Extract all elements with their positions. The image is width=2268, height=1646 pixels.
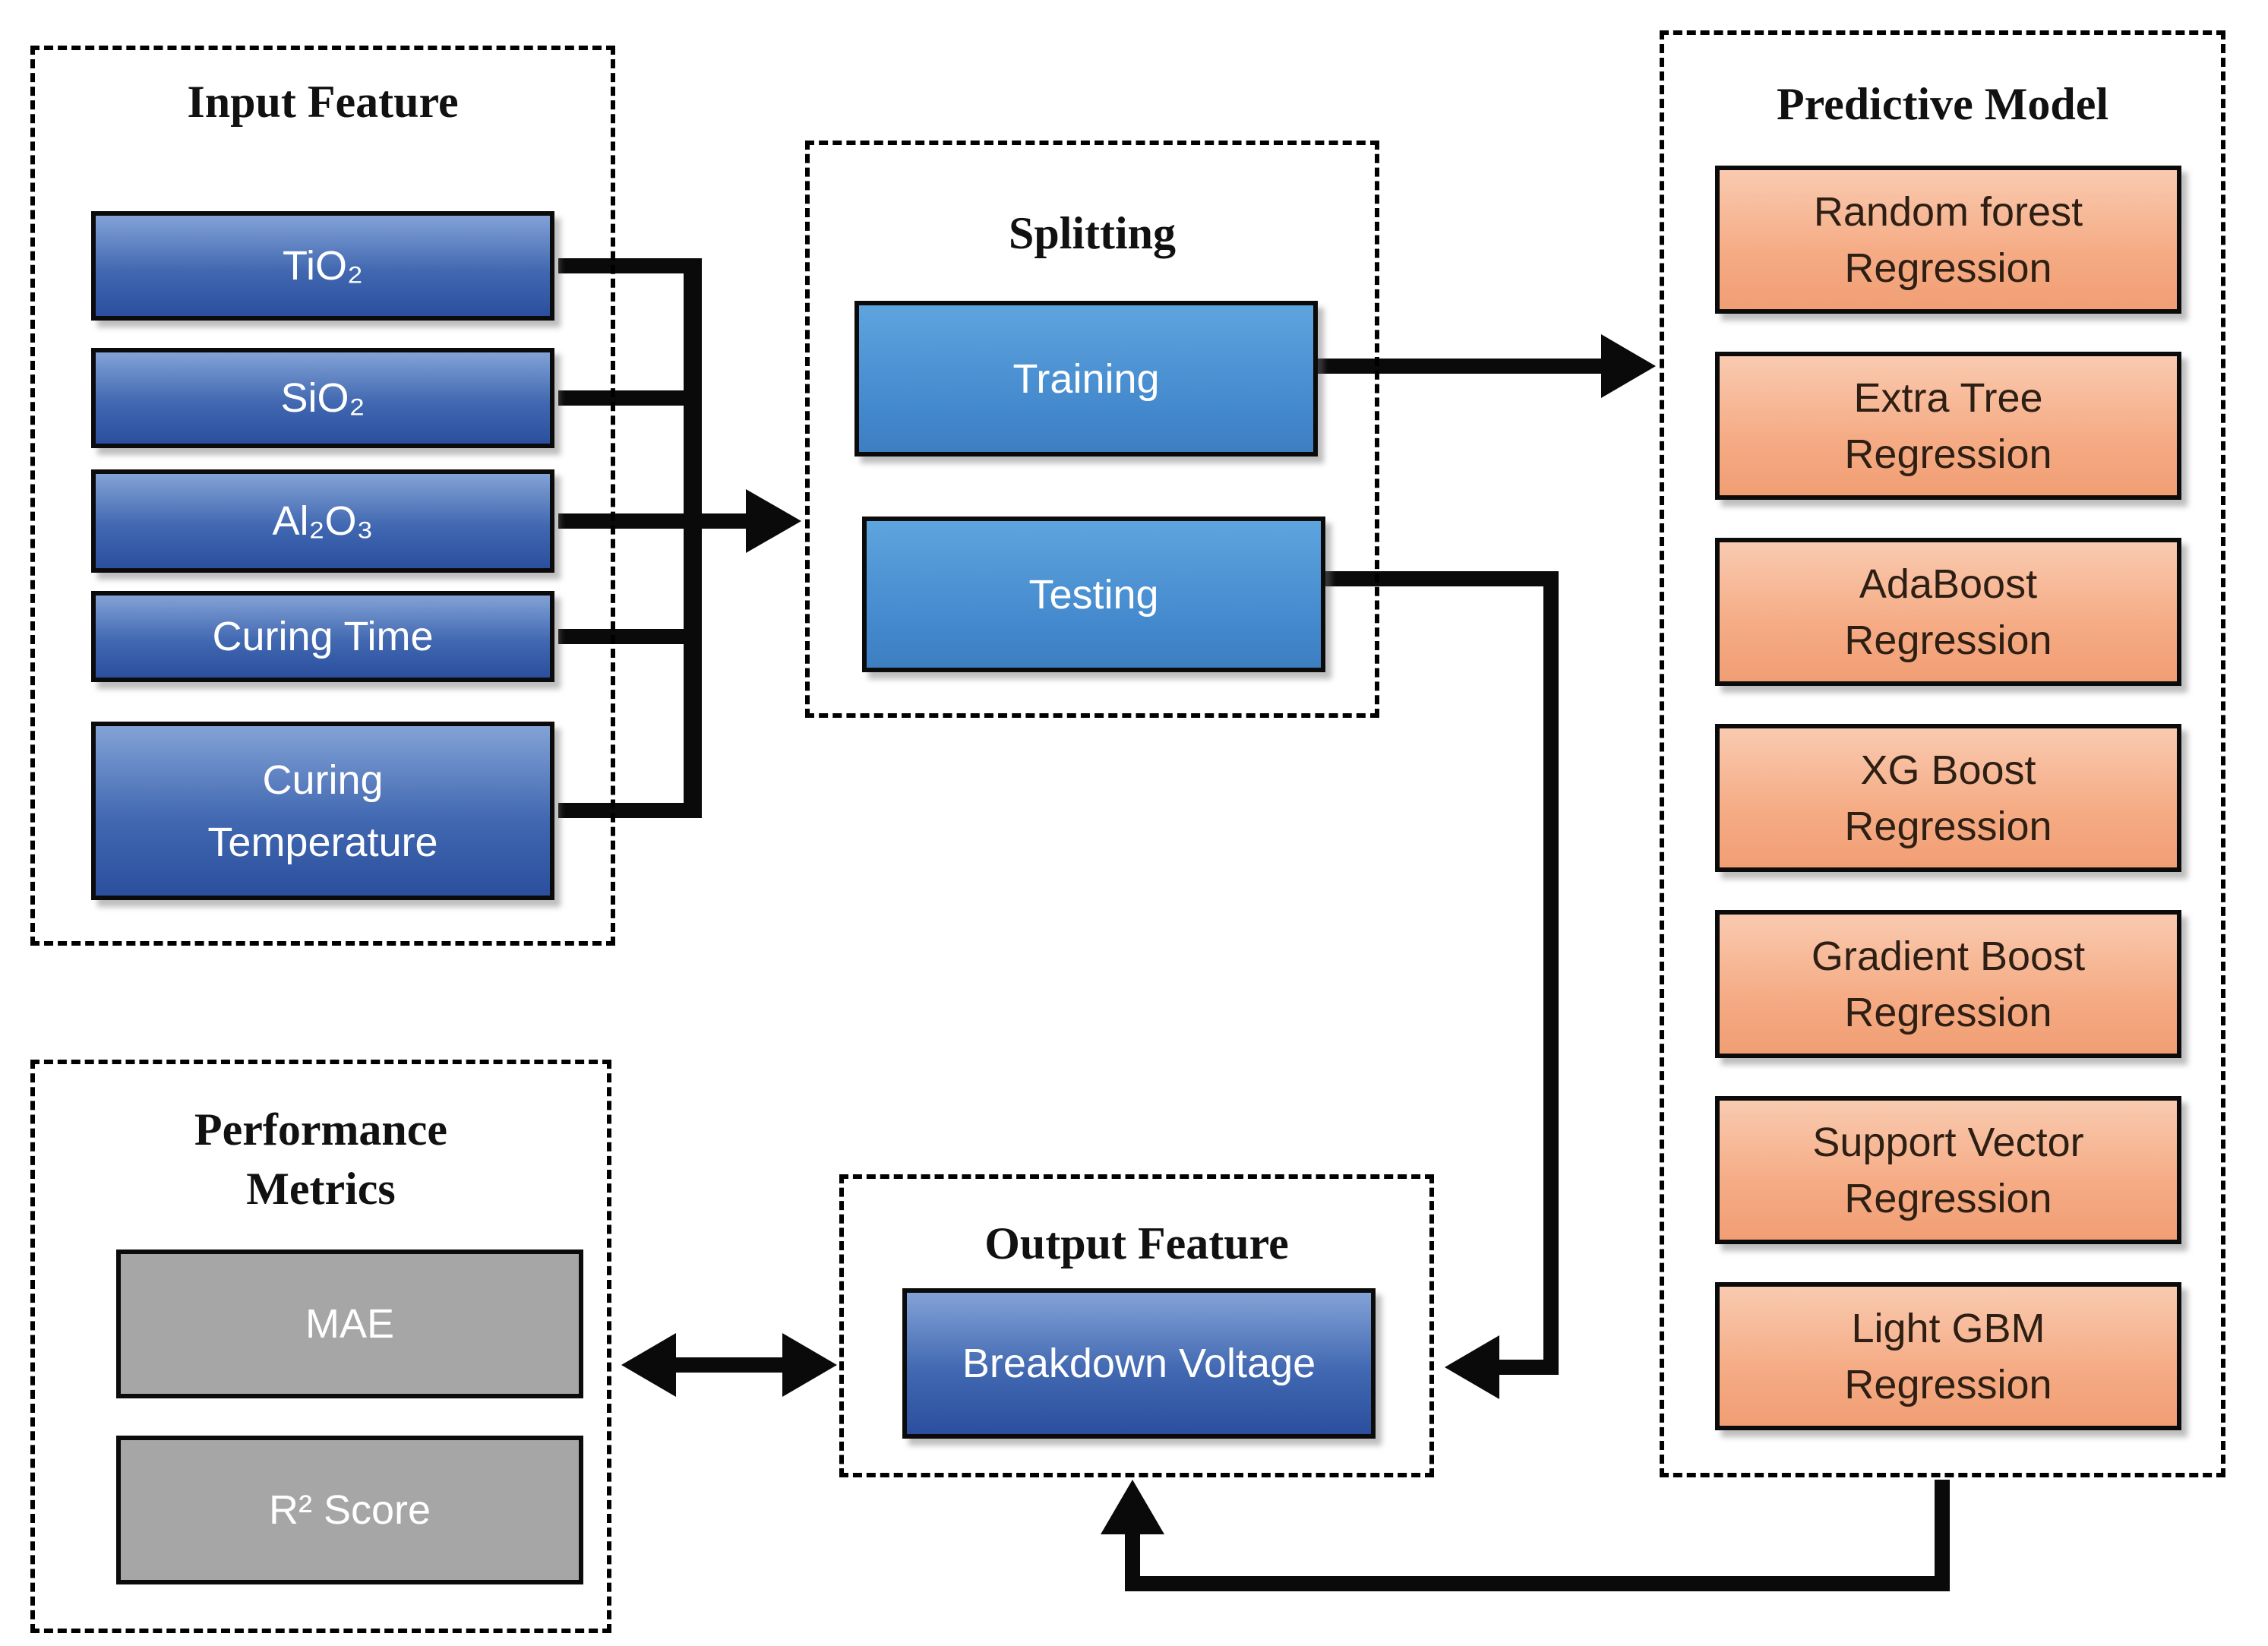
splitting-title: Splitting (1008, 208, 1177, 258)
predictive-model-title: Predictive Model (1776, 79, 2109, 129)
output-feature-title: Output Feature (984, 1218, 1289, 1268)
model-item-random-forest: Random forest Regression (1715, 166, 2181, 314)
splitting-item-testing: Testing (862, 517, 1325, 672)
model-item-light-gbm: Light GBM Regression (1715, 1282, 2181, 1430)
arrow-predictive-to-output-shaft (1125, 1480, 1950, 1591)
input-feature-panel (30, 46, 615, 946)
model-item-support-vector: Support Vector Regression (1715, 1096, 2181, 1244)
output-feature-panel (839, 1174, 1434, 1477)
input-item-curing-temperature: Curing Temperature (91, 722, 554, 900)
input-item-tio2: TiO₂ (91, 211, 554, 321)
arrowhead-into-predictive (1601, 334, 1656, 398)
input-item-sio2: SiO₂ (91, 348, 554, 448)
input-item-curing-time: Curing Time (91, 591, 554, 682)
arrowhead-performance-left (621, 1333, 676, 1397)
model-item-xgboost: XG Boost Regression (1715, 724, 2181, 872)
model-item-gradient-boost: Gradient Boost Regression (1715, 910, 2181, 1058)
performance-metrics-title: Performance Metrics (194, 1104, 448, 1214)
model-item-adaboost: AdaBoost Regression (1715, 538, 2181, 686)
output-item-breakdown-voltage: Breakdown Voltage (902, 1288, 1376, 1439)
input-feature-title: Input Feature (187, 77, 459, 127)
arrowhead-into-output-right (1445, 1335, 1499, 1399)
arrowhead-into-output-bottom (1101, 1480, 1164, 1534)
splitting-item-training: Training (854, 301, 1318, 457)
metric-item-r2-score: R² Score (116, 1436, 583, 1584)
predictive-model-panel (1660, 30, 2225, 1477)
model-item-extra-tree: Extra Tree Regression (1715, 352, 2181, 500)
performance-metrics-panel (30, 1060, 611, 1633)
input-item-al2o3: Al₂O₃ (91, 469, 554, 573)
metric-item-mae: MAE (116, 1250, 583, 1398)
splitting-panel (805, 141, 1379, 718)
arrowhead-into-splitting (746, 489, 801, 553)
arrowhead-output-right (782, 1333, 837, 1397)
arrow-testing-to-output-shaft (1325, 571, 1559, 1375)
